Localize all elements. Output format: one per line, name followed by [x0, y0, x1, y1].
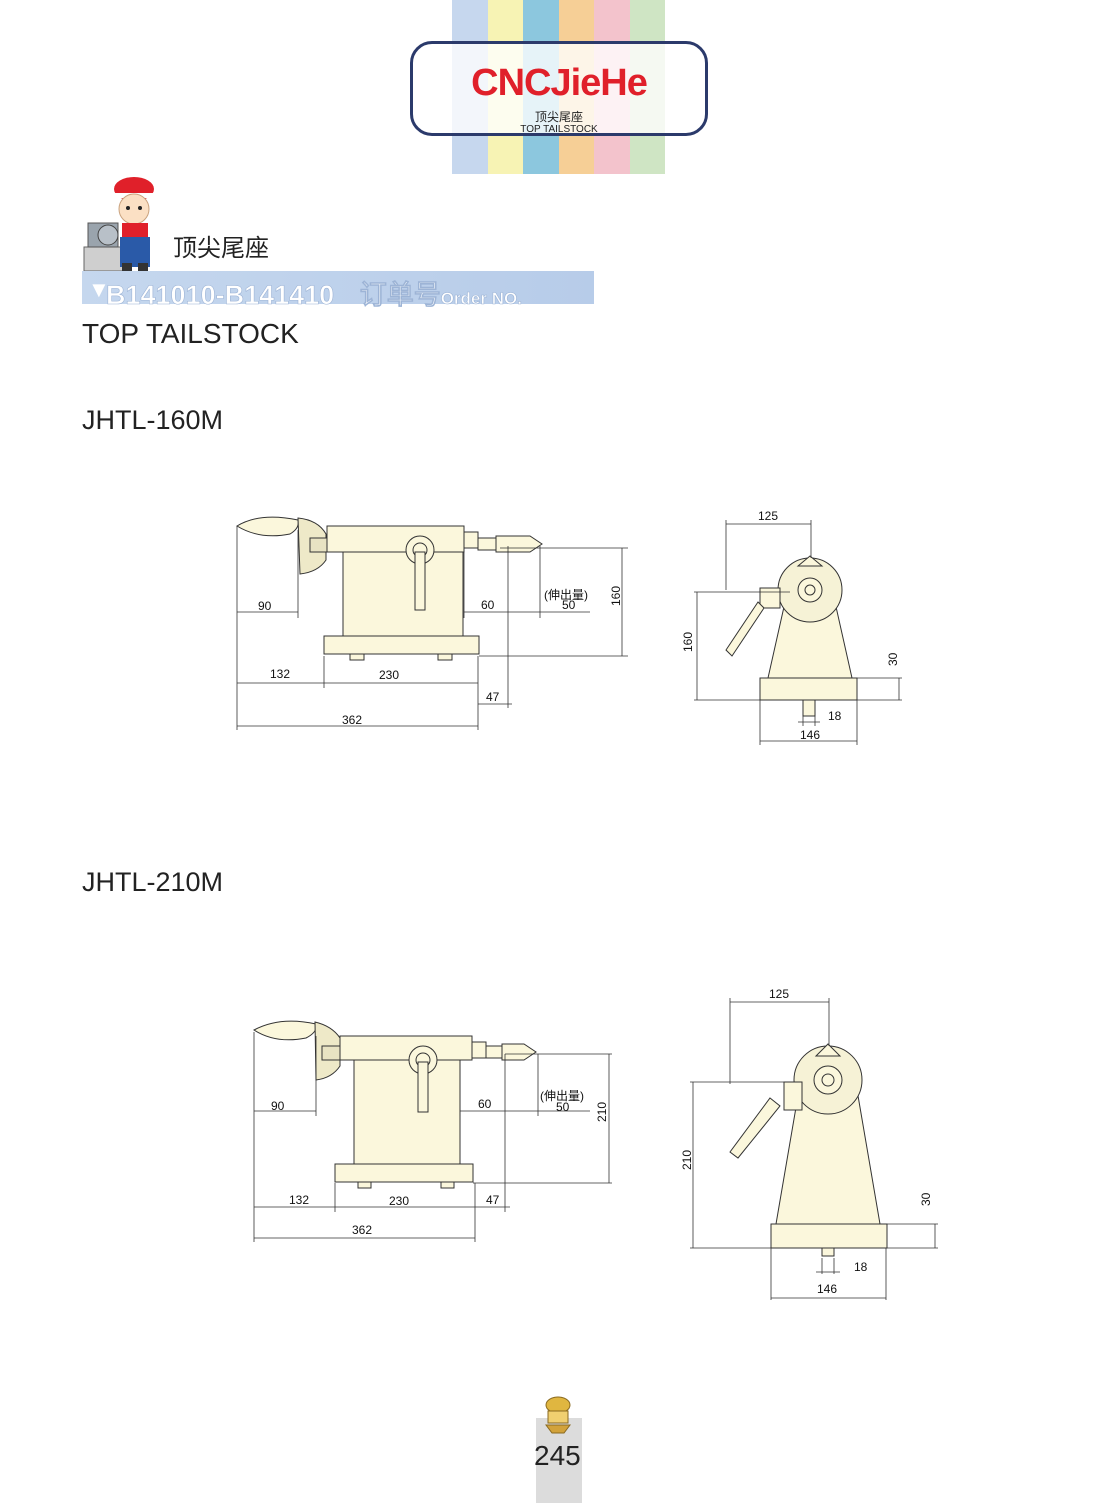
dim-47-2: 47: [486, 1193, 500, 1207]
logo-box: CNCJieHe 顶尖尾座 TOP TAILSTOCK: [410, 41, 708, 136]
dim-50-1: 50: [562, 598, 576, 612]
logo-subtitle-en: TOP TAILSTOCK: [520, 124, 598, 135]
dim-125-2: 125: [769, 987, 789, 1001]
drawing-jhtl-160m: 90 60 (伸出量) 50 160 132 230 47 362 125 16…: [236, 509, 902, 745]
footer-mascot-icon: [545, 1396, 571, 1434]
dim-stroke-1: (伸出量): [544, 588, 588, 602]
model-name-2: JHTL-210M: [82, 867, 224, 897]
side-view-1: [236, 516, 543, 661]
dim-210-side-2: 210: [595, 1102, 609, 1122]
dim-146-1: 146: [800, 728, 820, 742]
dim-230-2: 230: [389, 1194, 409, 1208]
order-number-bar: [82, 271, 594, 304]
dim-90-1: 90: [258, 599, 272, 613]
dim-90-2: 90: [271, 1099, 285, 1113]
order-number: B141010-B141410 订单号Order NO.: [106, 273, 523, 312]
front-dims-1: [694, 520, 902, 745]
dim-132-1: 132: [270, 667, 290, 681]
brand-logo: CNCJieHe: [471, 62, 648, 104]
dim-60-2: 60: [478, 1097, 492, 1111]
triangle-down-icon: ▼: [88, 277, 110, 302]
section-title-cn: 顶尖尾座: [173, 234, 269, 262]
dim-30-1: 30: [886, 652, 900, 666]
dim-30-2: 30: [919, 1192, 933, 1206]
dim-50-2: 50: [556, 1100, 570, 1114]
side-dims-1: [236, 526, 628, 730]
dim-210-front-2: 210: [680, 1150, 694, 1170]
dim-362-1: 362: [342, 713, 362, 727]
model-name-1: JHTL-160M: [82, 405, 224, 435]
order-label-cn: 订单号: [359, 280, 441, 311]
dim-60-1: 60: [481, 598, 495, 612]
dim-146-2: 146: [817, 1282, 837, 1296]
front-dims-2: [690, 998, 938, 1300]
logo-subtitle-cn: 顶尖尾座: [534, 110, 583, 124]
front-view-2: [729, 1043, 888, 1257]
dim-230-1: 230: [379, 668, 399, 682]
dim-125-1: 125: [758, 509, 778, 523]
mascot-icon: [83, 177, 156, 272]
drawing-jhtl-210m: 90 60 (伸出量) 50 210 132 230 47 362 125 21…: [253, 987, 938, 1300]
order-label-en: Order NO.: [440, 289, 522, 309]
dim-160-side-1: 160: [609, 586, 623, 606]
dim-47-1: 47: [486, 690, 500, 704]
dim-stroke-2: (伸出量): [540, 1089, 584, 1103]
order-range: B141010-B141410: [106, 280, 335, 311]
dim-160-front-1: 160: [681, 632, 695, 652]
dim-18-2: 18: [854, 1260, 868, 1274]
side-dims-2: [253, 1032, 612, 1242]
front-view-1: [725, 555, 858, 717]
page-number: 245: [534, 1440, 581, 1471]
dim-132-2: 132: [289, 1193, 309, 1207]
dim-18-1: 18: [828, 709, 842, 723]
side-view-2: [253, 1020, 537, 1189]
section-title-en: TOP TAILSTOCK: [82, 318, 299, 349]
dim-362-2: 362: [352, 1223, 372, 1237]
